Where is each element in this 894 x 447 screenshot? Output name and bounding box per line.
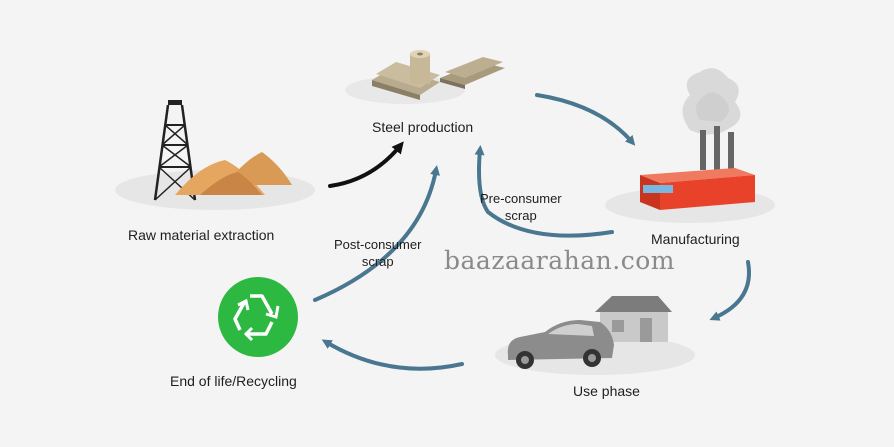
node-label-raw-material-extraction: Raw material extraction [128, 227, 275, 243]
flow-label-pre-consumer-scrap: Pre-consumer scrap [480, 190, 562, 224]
node-label-steel-production: Steel production [372, 119, 474, 135]
factory-icon [640, 68, 755, 210]
flow-label-pre-consumer-line2: scrap [504, 208, 537, 223]
flow-label-post-consumer-line2: scrap [361, 254, 394, 269]
node-label-use-phase: Use phase [573, 383, 640, 399]
arrow-use-to-recycling [321, 339, 464, 371]
steel-products-icon [372, 50, 505, 100]
flow-label-pre-consumer-line1: Pre-consumer [480, 191, 562, 206]
arrow-steel-to-manufacturing [535, 93, 636, 146]
sand-pile-icon [175, 152, 292, 195]
arrow-manufacturing-to-use [709, 260, 751, 321]
flow-label-post-consumer-line1: Post-consumer [334, 237, 422, 252]
node-label-manufacturing: Manufacturing [651, 231, 740, 247]
arrow-preconsumer-to-steel [474, 145, 614, 238]
house-icon [595, 296, 672, 342]
recycle-icon [218, 277, 298, 357]
arrow-recycling-to-steel [313, 165, 440, 302]
arrow-raw-to-steel [328, 141, 404, 188]
car-icon [507, 320, 614, 369]
flow-label-post-consumer-scrap: Post-consumer scrap [334, 236, 421, 270]
node-label-end-of-life-recycling: End of life/Recycling [170, 373, 297, 389]
watermark-text: baazaarahan.com [444, 246, 675, 275]
